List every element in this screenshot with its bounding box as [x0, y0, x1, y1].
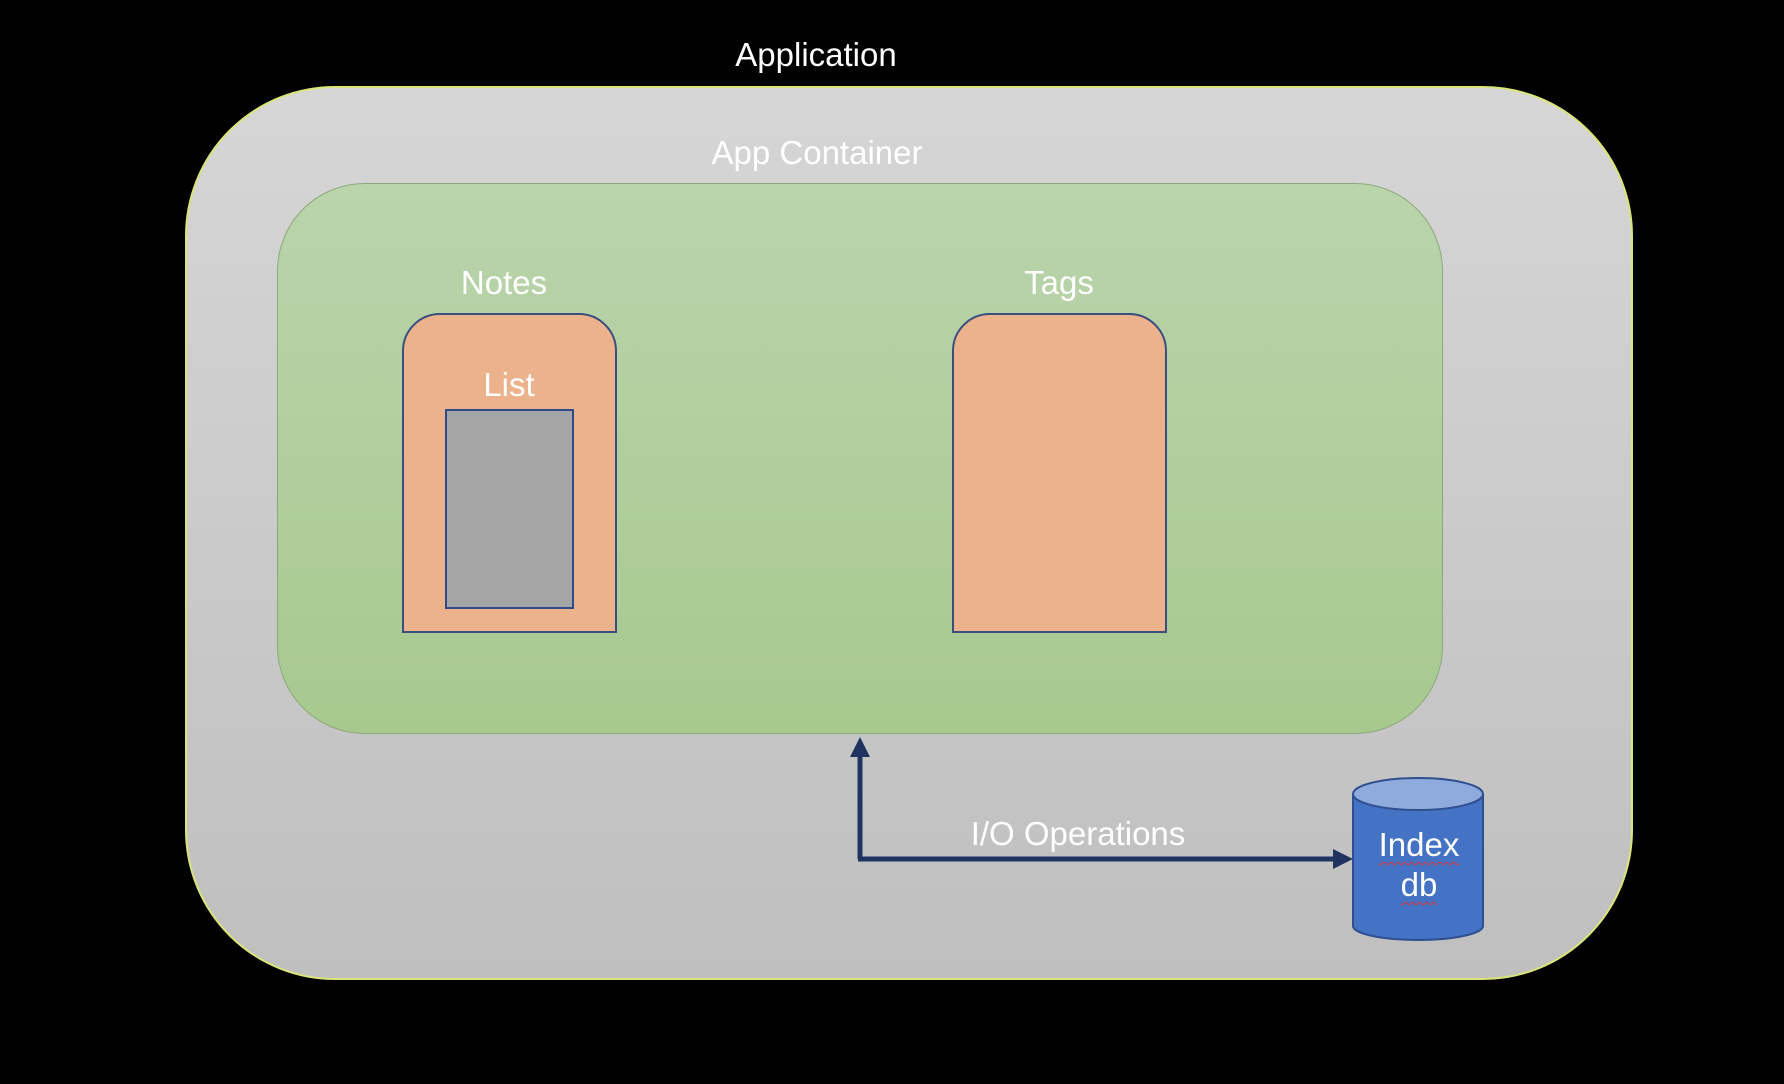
- io-arrowhead-up: [850, 737, 870, 757]
- io-arrowhead-right: [1333, 849, 1353, 869]
- notes-label: Notes: [460, 264, 548, 301]
- index-db-label-line2: db: [1400, 866, 1438, 903]
- index-db-label-line1: Index: [1378, 826, 1460, 863]
- application-label: Application: [735, 36, 897, 73]
- tags-module-box: [952, 313, 1167, 633]
- index-db-cylinder: [1352, 777, 1484, 941]
- list-label: List: [483, 366, 535, 403]
- app-container-label: App Container: [711, 134, 923, 171]
- index-db-label: Index db: [1352, 825, 1486, 905]
- tags-label: Tags: [1024, 264, 1094, 301]
- list-box: [445, 409, 574, 609]
- io-operations-label: I/O Operations: [970, 815, 1186, 852]
